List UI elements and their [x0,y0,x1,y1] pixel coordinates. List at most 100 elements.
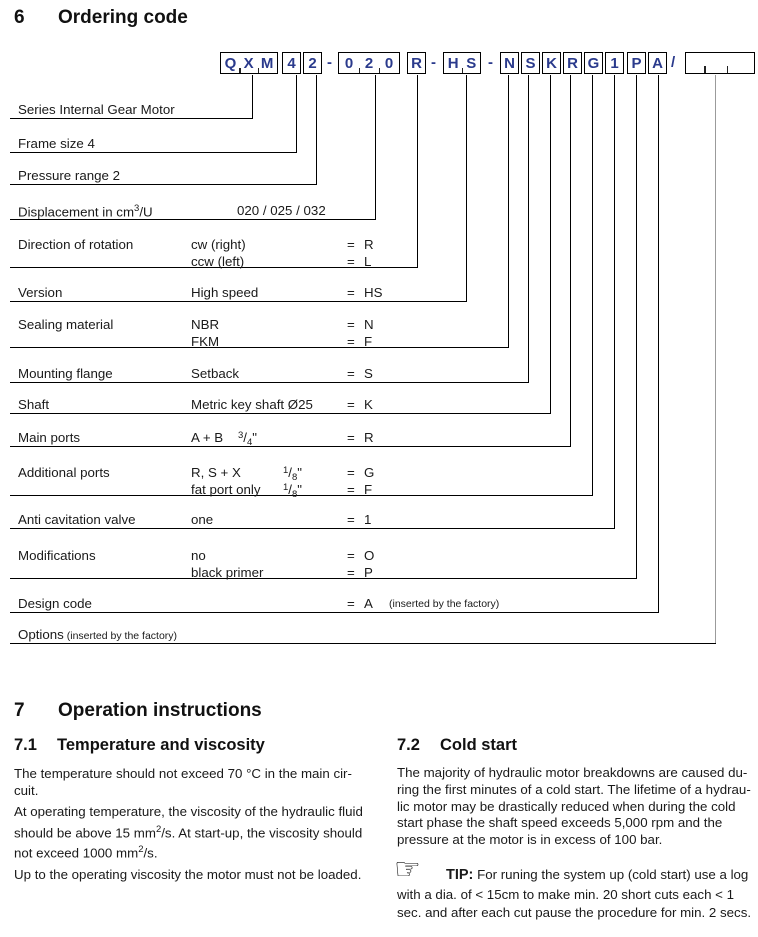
entry-equals-additional-ports: = [347,481,355,497]
row-underline-direction-of-rotation [10,267,418,269]
row-label-additional-ports: Additional ports [18,465,110,480]
entry-code-sealing-material: N [364,317,374,332]
row-label-frame-size: Frame size 4 [18,136,95,151]
code-char: 4 [287,54,296,72]
text-line: Up to the operating viscosity the motor … [14,866,362,882]
section72-body: The majority of hydraulic motor breakdow… [397,765,753,853]
row-underline-main-ports [10,446,571,448]
entry-value-anti-cavitation-valve: one [191,512,214,527]
entry-equals-version: = [347,285,355,300]
text-line: lic motor may be drastically reduced whe… [397,798,736,814]
row-label-options: Options (inserted by the factory) [18,627,178,642]
code-char: 0 [384,54,394,72]
entry-equals-design-code: = [347,596,355,611]
connector-flange [528,75,530,382]
entry-code-version: HS [364,285,383,300]
text-line: not exceed 1000 mm2/s. [14,844,158,861]
tip-line: sec. and after each cut pause the proced… [397,904,752,920]
entry-code-additional-ports: G [364,465,375,480]
code-char: N [504,54,515,72]
entry-code-design-code: A [364,596,373,611]
connector-pressure [316,75,318,184]
tip-text: For runing the system up (cold start) us… [473,867,749,882]
code-char: Q [224,54,237,72]
code-box-rotation: R [407,52,426,74]
code-box-modifications: P [627,52,646,74]
row-label-mounting-flange: Mounting flange [18,366,113,381]
code-char: A [652,54,663,72]
text-line: At operating temperature, the viscosity … [14,804,363,820]
code-separator: / [671,54,676,71]
code-separator: - [431,54,436,71]
connector-options-blank [715,75,717,643]
row-underline-anti-cavitation-valve [10,528,615,530]
row-label-note: (inserted by the factory) [63,630,178,642]
entry-value-mounting-flange: Setback [191,366,240,381]
row-label-sealing-material: Sealing material [18,317,114,332]
section6-title: Ordering code [58,7,188,28]
entry-equals-main-ports: = [347,430,355,445]
row-label-version: Version [18,285,63,300]
row-underline-shaft [10,413,551,415]
code-char: H [447,54,459,72]
entry-code-anti-cavitation-valve: 1 [364,512,372,527]
code-char: X [243,54,254,72]
row-label-shaft: Shaft [18,397,50,412]
row-underline-series [10,118,253,120]
entry-value-modifications: black primer [191,564,264,580]
entry-fraction-additional-ports: 1/8" [283,465,303,483]
connector-version [466,75,468,301]
code-char: R [411,54,422,72]
entry-code-mounting-flange: S [364,366,373,381]
entry-equals-anti-cavitation-valve: = [347,512,355,527]
row-value-displacement: 020 / 025 / 032 [237,203,326,218]
entry-value-sealing-material: FKM [191,333,220,349]
row-underline-version [10,301,467,303]
row-label-modifications: Modifications [18,548,96,563]
text-line: The temperature should not exceed 70 °C … [14,766,352,781]
char-tick [239,68,241,73]
code-box-valve: 1 [605,52,624,74]
entry-value-additional-ports: fat port only [191,481,261,497]
row-label-direction-of-rotation: Direction of rotation [18,237,134,252]
pointing-hand-icon: ☞ [394,853,421,886]
char-tick [378,68,380,73]
entry-value-version: High speed [191,285,259,300]
code-char: K [546,54,557,72]
connector-rotation [417,75,419,267]
row-label-pressure-range: Pressure range 2 [18,168,120,183]
code-char: R [567,54,578,72]
row-underline-frame-size [10,152,297,154]
char-tick [704,66,706,73]
section72-title: Cold start [440,736,518,754]
code-box-options-blank [685,52,755,74]
entry-code-additional-ports: F [364,481,373,497]
connector-shaft [550,75,552,413]
text-line: cuit. [14,783,39,799]
entry-value-sealing-material: NBR [191,317,220,332]
entry-equals-shaft: = [347,397,355,412]
code-box-sealing: N [500,52,519,74]
text-line: ring the first minutes of a cold start. … [397,781,751,797]
connector-modifications [636,75,638,578]
entry-equals-direction-of-rotation: = [347,253,355,269]
entry-value-shaft: Metric key shaft Ø25 [191,397,313,412]
char-tick [257,68,260,73]
char-tick [726,66,729,73]
code-char: 2 [364,54,374,72]
row-underline-displacement [10,219,376,221]
cold-start-paragraph-1: The majority of hydraulic motor breakdow… [397,765,753,849]
code-box-design: A [648,52,667,74]
code-char: P [631,54,642,72]
code-char: G [587,54,600,72]
row-label-design-code: Design code [18,596,92,611]
tip-line: with a dia. of < 15cm to make min. 20 sh… [397,887,735,902]
entry-equals-modifications: = [347,564,355,580]
code-char: 2 [308,54,317,72]
entry-code-direction-of-rotation: L [364,253,372,269]
connector-main-ports [570,75,572,446]
